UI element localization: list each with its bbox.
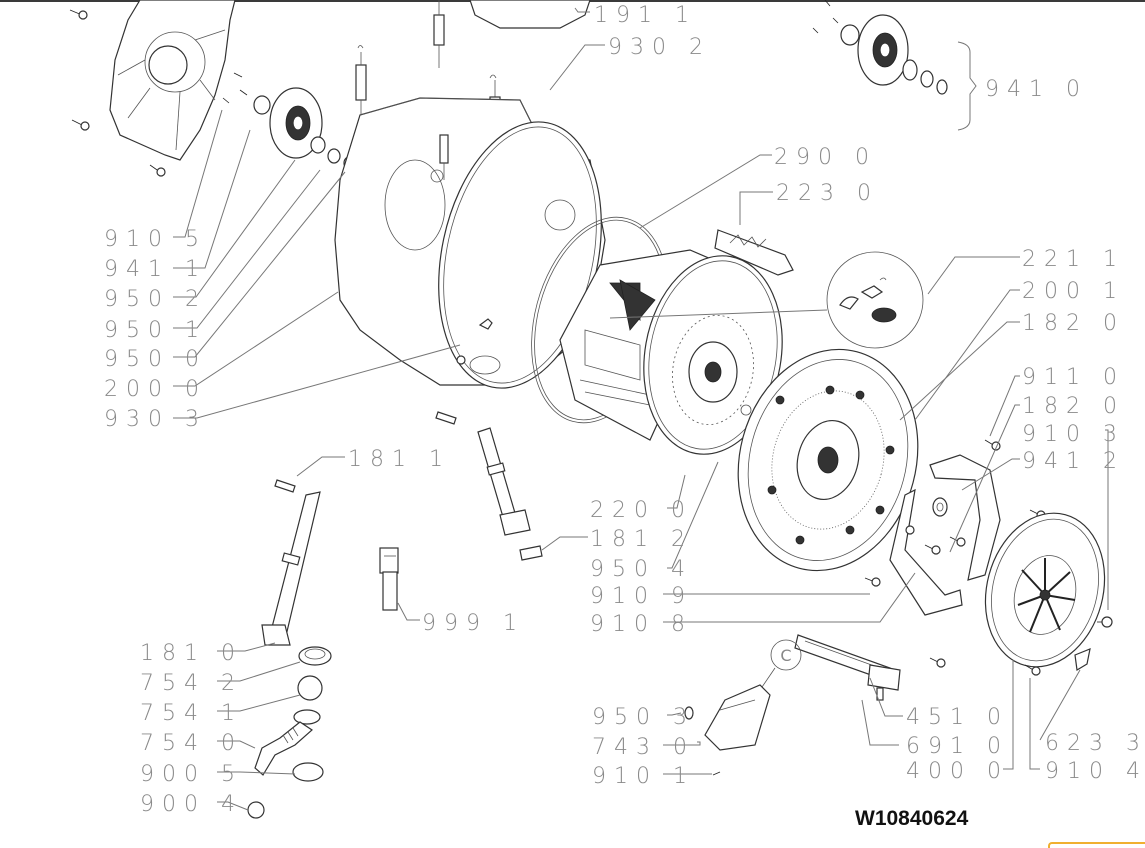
top-counterweight: [469, 0, 591, 29]
label-200-1: 200 1: [1022, 279, 1125, 304]
bearing-flange-left: [253, 87, 355, 170]
drain-hose-754-0: [254, 709, 321, 776]
label-900-5: 900 5: [140, 762, 243, 787]
label-691-0: 691 0: [906, 734, 1009, 759]
brace-941-0: [957, 41, 977, 131]
label-182-0-lower: 182 0: [1022, 394, 1125, 419]
clamp-900-4: [247, 801, 265, 819]
screw: [949, 536, 966, 547]
label-900-4: 900 4: [140, 792, 243, 817]
heater-element: [794, 634, 901, 691]
drum-baffle: [714, 229, 794, 276]
leader-lines: [173, 7, 1109, 811]
rear-tub-cover: [109, 0, 236, 161]
label-623-3: 623 3: [1045, 731, 1145, 756]
corner-tab: [1048, 842, 1145, 848]
label-191-1: 191 1: [594, 3, 697, 28]
part-labels: 191 1 930 2 941 0 910 5 941 1 950 2 950 …: [104, 3, 1145, 817]
drum-basket: [559, 249, 783, 455]
screw: [71, 119, 90, 131]
stator-motor-housing: [737, 348, 919, 572]
rotor: [984, 512, 1106, 668]
label-930-3: 930 3: [104, 407, 207, 432]
label-910-8: 910 8: [590, 612, 693, 637]
callout-c-letter: C: [780, 646, 791, 665]
label-910-9: 910 9: [590, 584, 693, 609]
label-950-0: 950 0: [104, 347, 207, 372]
small-screw: [222, 97, 230, 104]
label-910-4: 910 4: [1045, 759, 1145, 784]
label-451-0: 451 0: [906, 705, 1009, 730]
screw: [1024, 664, 1041, 676]
label-754-1: 754 1: [140, 701, 243, 726]
rotor-bolt: [1097, 616, 1113, 628]
spring-top-center: [433, 0, 445, 68]
label-910-5: 910 5: [104, 227, 207, 252]
screw: [924, 544, 941, 555]
label-182-0-upper: 182 0: [1022, 311, 1125, 336]
pin-181-1: [274, 479, 296, 493]
label-754-0: 754 0: [140, 731, 243, 756]
label-181-2: 181 2: [590, 527, 693, 552]
label-930-2: 930 2: [608, 35, 711, 60]
ntc-sensor: [876, 687, 884, 701]
label-941-2: 941 2: [1022, 449, 1125, 474]
label-910-1: 910 1: [592, 764, 695, 789]
label-950-2: 950 2: [104, 287, 207, 312]
wire-bracket: [929, 454, 1001, 581]
small-screw: [239, 89, 248, 96]
screw: [929, 657, 946, 668]
seal-754-2: [298, 646, 332, 666]
label-400-0: 400 0: [906, 759, 1009, 784]
label-181-1: 181 1: [348, 447, 451, 472]
clamp-900-5: [292, 762, 324, 782]
label-910-3: 910 3: [1022, 422, 1125, 447]
clip-181-2: [519, 545, 543, 561]
label-950-4: 950 4: [590, 557, 693, 582]
spring-top-left: [355, 45, 367, 125]
sensor-623-3: [1074, 648, 1091, 671]
shock-absorber-right: [477, 427, 531, 536]
callout-c: C: [759, 639, 802, 691]
screw: [149, 164, 166, 177]
cable-holder: [889, 488, 963, 616]
label-223-0: 223 0: [776, 181, 879, 206]
baffle-clips-detail-callout: [826, 251, 924, 349]
bearing-941-2: [932, 497, 948, 517]
bearing-flange-right: [812, 0, 948, 95]
small-screw: [712, 771, 721, 776]
label-999-1: 999 1: [422, 611, 525, 636]
small-screw: [233, 72, 243, 78]
label-221-1: 221 1: [1022, 247, 1125, 272]
label-950-1: 950 1: [104, 318, 207, 343]
label-743-0: 743 0: [592, 735, 695, 760]
shock-absorber-left: [261, 491, 321, 646]
label-941-0: 941 0: [985, 77, 1088, 102]
label-200-0: 200 0: [104, 377, 207, 402]
screw: [864, 577, 881, 587]
screw: [69, 9, 88, 20]
pressure-chamber: [684, 684, 771, 751]
pin-tub: [435, 411, 457, 425]
label-911-0: 911 0: [1022, 365, 1125, 390]
label-290-0: 290 0: [774, 145, 877, 170]
label-181-0: 181 0: [140, 641, 243, 666]
filter-999-1: [379, 547, 399, 611]
label-754-2: 754 2: [140, 671, 243, 696]
label-950-3: 950 3: [592, 705, 695, 730]
ball-754-1: [297, 675, 323, 701]
label-220-0: 220 0: [590, 498, 693, 523]
label-941-1: 941 1: [104, 257, 207, 282]
model-number: W10840624: [855, 807, 969, 830]
